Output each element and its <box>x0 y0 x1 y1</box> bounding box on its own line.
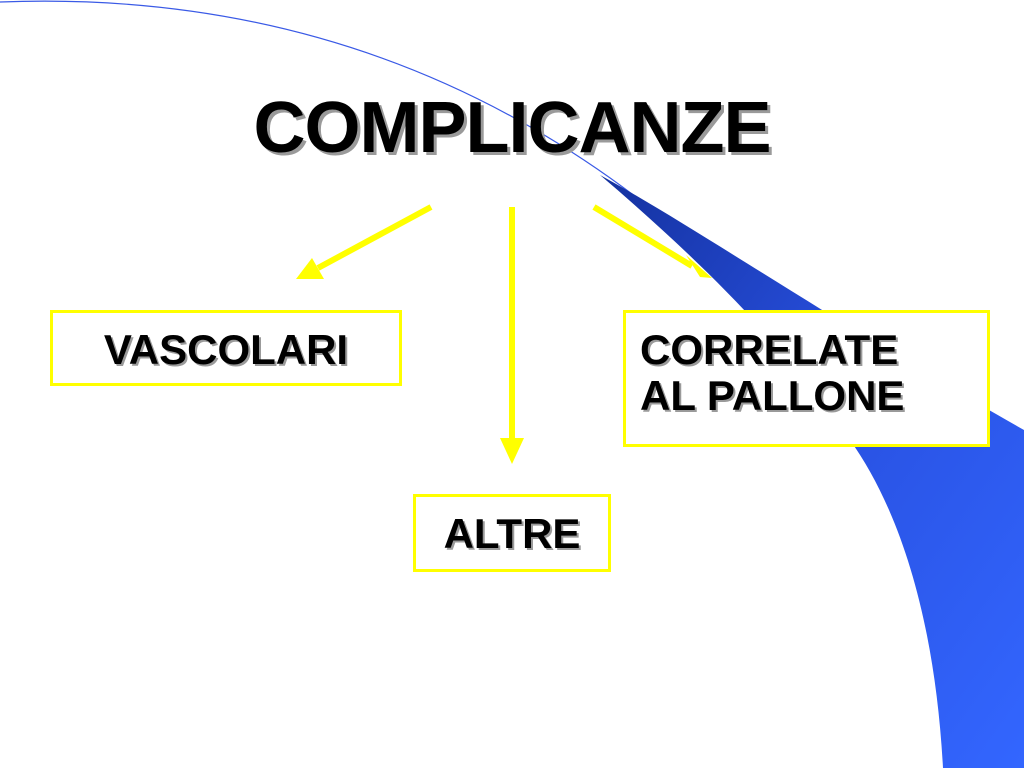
arrow-right <box>592 204 712 278</box>
box-altre-label: ALTRE <box>443 510 581 557</box>
arrow-left <box>296 204 433 279</box>
slide-title: COMPLICANZE <box>253 88 772 168</box>
box-correlate-line-2: AL PALLONE <box>640 372 905 420</box>
box-altre: ALTRE <box>413 494 611 572</box>
box-correlate-line-1: CORRELATE <box>640 326 899 373</box>
box-vascolari: VASCOLARI <box>50 310 402 386</box>
box-correlate-al-pallone: CORRELATE AL PALLONE <box>623 310 990 447</box>
decor-blue-swoosh <box>600 175 1024 768</box>
arrow-center <box>500 207 524 464</box>
box-vascolari-label: VASCOLARI <box>103 326 349 373</box>
